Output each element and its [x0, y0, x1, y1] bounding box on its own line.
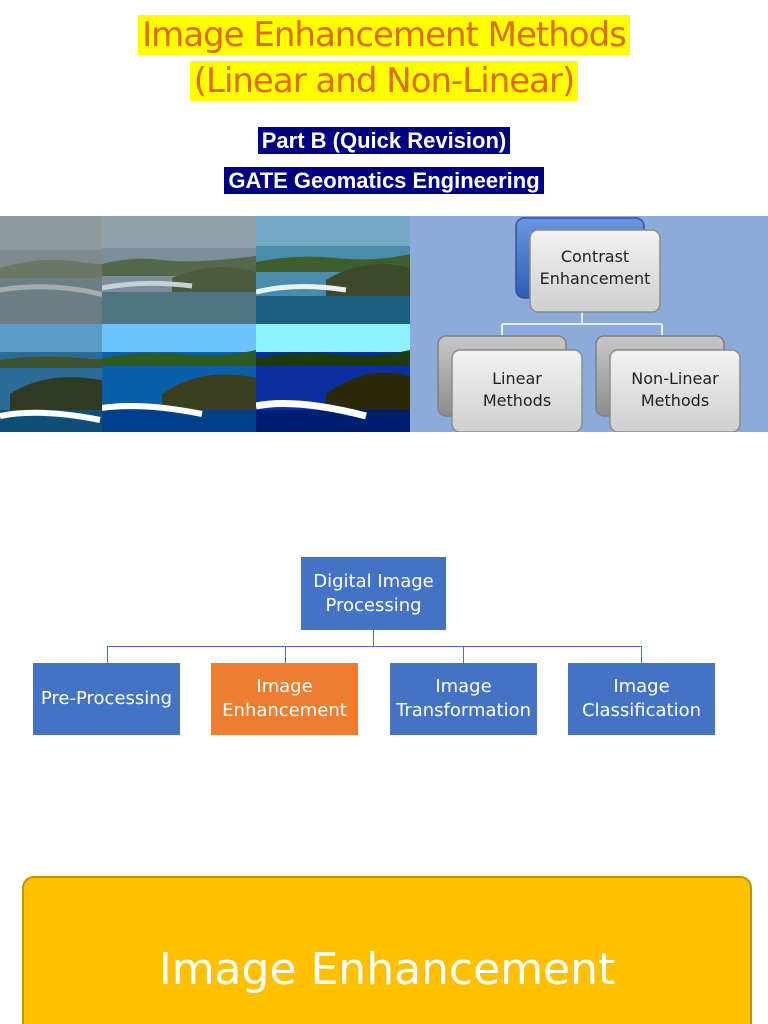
subtitle-text-1: Part B (Quick Revision) [257, 127, 511, 154]
ce-linear-line2: Methods [482, 391, 552, 410]
ce-node-root: Contrast Enhancement [530, 246, 660, 290]
ce-node-nonlinear: Non-Linear Methods [610, 368, 740, 412]
ce-linear-line1: Linear [492, 369, 542, 388]
dip-node-image-classification: Image Classification [568, 663, 715, 735]
dip-child-3-line2: Transformation [395, 700, 532, 721]
subtitle-line-2: GATE Geomatics Engineering [0, 166, 768, 196]
ce-node-linear: Linear Methods [452, 368, 582, 412]
banner-title: Image Enhancement [158, 944, 616, 995]
dip-child-4-line1: Image [613, 676, 670, 697]
dip-connector-drop-2 [285, 646, 286, 663]
photo-tile-2 [102, 216, 256, 324]
photo-tile-5 [102, 324, 256, 432]
dip-root-line1: Digital Image [313, 570, 434, 592]
ce-root-line1: Contrast [560, 247, 630, 266]
photo-tile-high-contrast [256, 324, 410, 432]
page-title-line-2: (Linear and Non-Linear) [0, 60, 768, 102]
contrast-enhancement-diagram: Contrast Enhancement Linear Methods Non-… [410, 216, 768, 432]
dip-node-pre-processing: Pre-Processing [33, 663, 180, 735]
ce-nonlinear-line2: Methods [640, 391, 710, 410]
dip-root-line2: Processing [325, 594, 422, 616]
title-text-1: Image Enhancement Methods [138, 15, 630, 55]
dip-connector-bar [107, 646, 642, 647]
image-enhancement-banner [22, 876, 752, 1024]
dip-connector-drop-3 [463, 646, 464, 663]
subtitle-line-1: Part B (Quick Revision) [0, 126, 768, 156]
dip-node-root: Digital Image Processing [301, 557, 446, 630]
page-title-line-1: Image Enhancement Methods [0, 14, 768, 56]
dip-connector-drop-4 [641, 646, 642, 663]
photo-tile-3 [256, 216, 410, 324]
dip-node-image-enhancement: Image Enhancement [211, 663, 358, 735]
dip-node-image-transformation: Image Transformation [390, 663, 537, 735]
ce-nonlinear-line1: Non-Linear [631, 369, 719, 388]
dip-child-1-line1: Pre-Processing [40, 688, 173, 709]
dip-child-4-line2: Classification [581, 700, 702, 721]
dip-child-3-line1: Image [435, 676, 492, 697]
dip-child-2-line2: Enhancement [222, 700, 347, 721]
coastline-photo-grid [0, 216, 410, 432]
dip-child-2-line1: Image [256, 676, 313, 697]
ce-root-line2: Enhancement [539, 269, 651, 288]
dip-connector-drop-1 [107, 646, 108, 663]
subtitle-text-2: GATE Geomatics Engineering [224, 167, 544, 194]
dip-connector-stem [373, 630, 374, 646]
title-text-2: (Linear and Non-Linear) [189, 61, 579, 101]
